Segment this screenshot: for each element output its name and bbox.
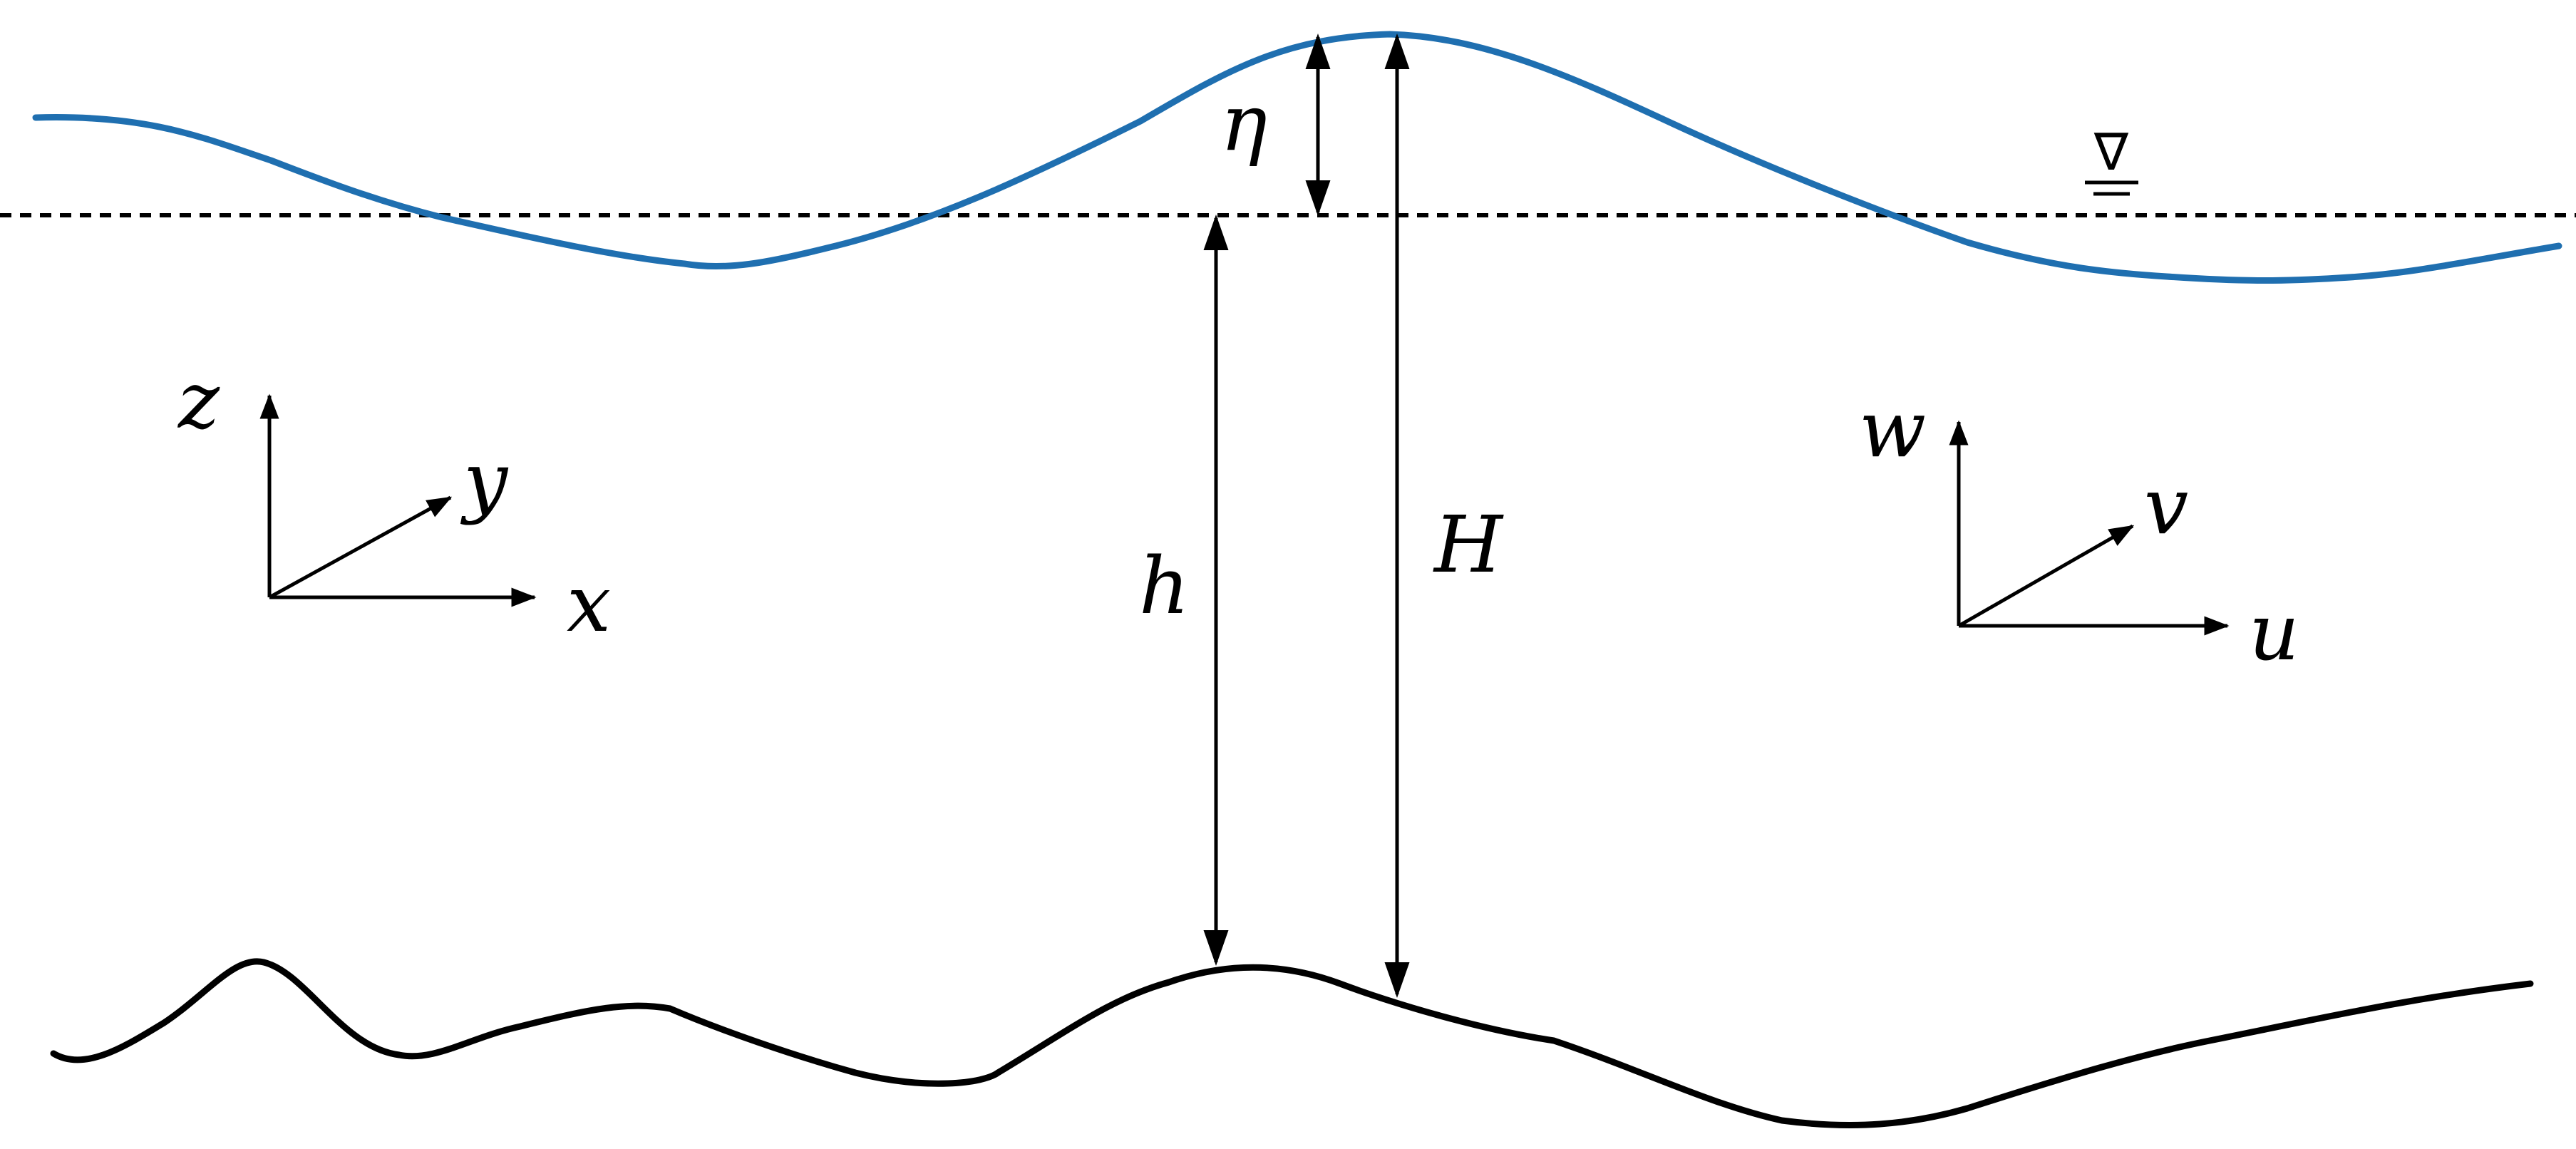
v-label: v (2144, 460, 2188, 552)
H-label: H (1433, 499, 1504, 590)
still-water-triangle-icon: ∇ (2093, 122, 2129, 182)
eta-label: η (1220, 77, 1267, 168)
seabed-curve (50, 958, 2534, 1128)
y-label: y (460, 435, 509, 526)
w-label: w (1859, 383, 1926, 475)
velocity-axes (1949, 420, 2230, 636)
x-label: x (567, 558, 611, 649)
h-label: h (1139, 540, 1190, 632)
still-water-symbol: ∇ (2085, 122, 2138, 196)
water-surface-curve (32, 31, 2562, 284)
v-velocity-arrow (1957, 524, 2135, 628)
z-label: z (177, 355, 220, 446)
u-label: u (2249, 587, 2299, 678)
y-axis-arrow (268, 495, 453, 599)
coordinate-axes (259, 393, 537, 607)
